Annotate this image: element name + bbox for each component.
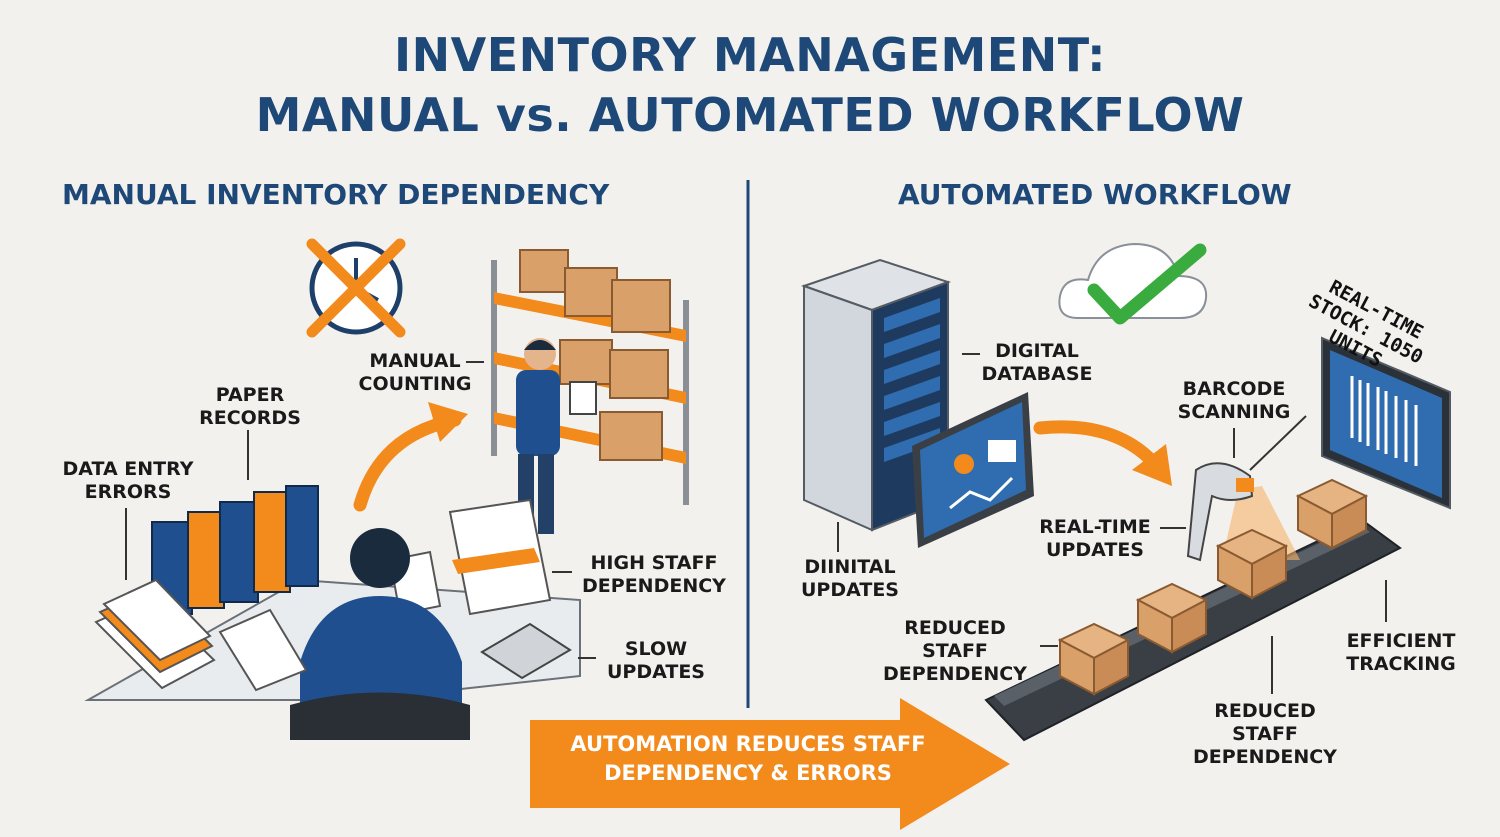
cloud-check-icon — [1058, 242, 1208, 325]
worker-seated — [218, 528, 470, 740]
dashboard-tablet — [912, 392, 1034, 548]
worker-counting — [516, 338, 597, 534]
calculator — [480, 622, 572, 680]
banner-arrow — [530, 698, 1010, 830]
page-title-line-1: INVENTORY MANAGEMENT: — [394, 28, 1106, 82]
left-leaders — [125, 361, 596, 659]
right-leaders — [837, 353, 1387, 694]
stock-monitor — [1321, 336, 1451, 510]
paper-stacks — [388, 498, 552, 616]
page-title-line-2: MANUAL vs. AUTOMATED WORKFLOW — [255, 88, 1245, 142]
conveyor-boxes — [1057, 478, 1369, 696]
clock-crossed-icon — [306, 238, 406, 338]
automated-section-heading: AUTOMATED WORKFLOW — [898, 178, 1292, 211]
clipboards — [94, 578, 216, 690]
manual-section-heading: MANUAL INVENTORY DEPENDENCY — [62, 178, 610, 211]
barcode-scanner-icon — [1186, 462, 1254, 562]
